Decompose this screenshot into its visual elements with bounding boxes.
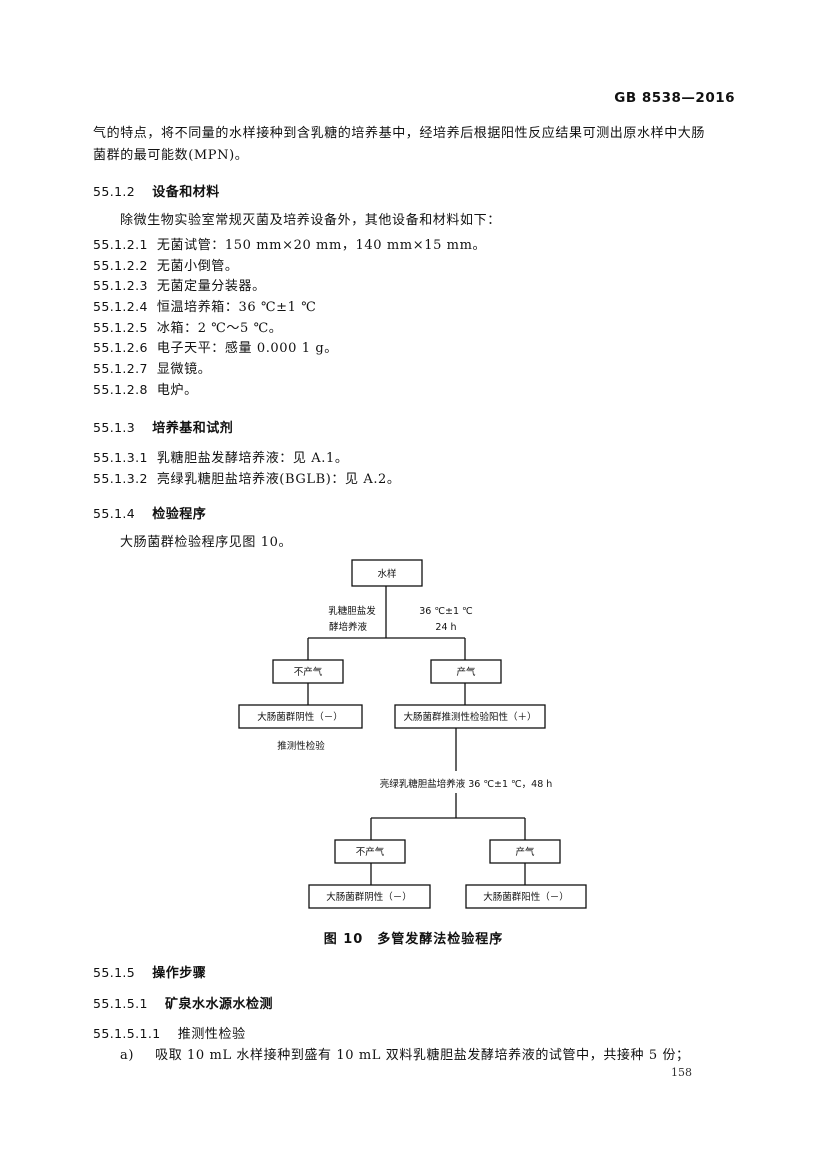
no-gas-box: 不产气 xyxy=(334,839,406,864)
box-label: 大肠菌群阴性（－） xyxy=(326,891,412,903)
gas-box: 产气 xyxy=(489,839,561,864)
section-heading: 55.1.5 操作步骤 xyxy=(93,962,206,981)
medium-label: 酵培养液 xyxy=(329,621,368,633)
item-text: 电子天平：感量 0.000 1 g。 xyxy=(156,341,338,357)
list-item: 55.1.2.1 无菌试管：150 mm×20 mm，140 mm×15 mm。 xyxy=(93,234,486,255)
item-text: 无菌试管：150 mm×20 mm，140 mm×15 mm。 xyxy=(156,238,487,253)
item-text: 电炉。 xyxy=(156,382,198,398)
media-list: 55.1.3.1 乳糖胆盐发酵培养液：见 A.1。 55.1.3.2 亮绿乳糖胆盐培… xyxy=(93,447,401,489)
item-text: 无菌定量分装器。 xyxy=(156,279,266,295)
item-text: 冰箱：2 ℃～5 ℃。 xyxy=(156,320,283,336)
item-label: a) xyxy=(120,1048,135,1063)
item-number: 55.1.2.2 xyxy=(93,257,148,273)
item-text: 无菌小倒管。 xyxy=(156,258,239,274)
section-title: 检验程序 xyxy=(152,507,207,522)
section-title: 培养基和试剂 xyxy=(152,421,234,436)
negative-result-box: 大肠菌群阴性（－） xyxy=(308,884,431,909)
section-heading: 55.1.4 检验程序 xyxy=(93,503,206,522)
section-title: 推测性检验 xyxy=(177,1027,246,1042)
section-number: 55.1.4 xyxy=(93,506,136,521)
paragraph: 除微生物实验室常规灭菌及培养设备外，其他设备和材料如下： xyxy=(120,213,501,228)
paragraph-line: 气的特点，将不同量的水样接种到含乳糖的培养基中，经培养后根据阳性反应结果可测出原… xyxy=(93,126,706,141)
section-number: 55.1.5.1.1 xyxy=(93,1026,161,1041)
condition-label: 36 ℃±1 ℃ xyxy=(419,606,473,617)
subsection-heading: 55.1.5.1.1 推测性检验 xyxy=(93,1023,246,1045)
section-heading: 55.1.3 培养基和试剂 xyxy=(93,417,233,436)
figure-caption: 图 10 多管发酵法检验程序 xyxy=(323,932,504,947)
list-item: a) 吸取 10 mL 水样接种到盛有 10 mL 双料乳糖胆盐发酵培养液的试管… xyxy=(120,1044,690,1066)
section-title: 设备和材料 xyxy=(152,185,220,200)
box-label: 大肠菌群阴性（－） xyxy=(257,711,343,723)
section-number: 55.1.3 xyxy=(93,420,136,435)
box-label: 大肠菌群阳性（－） xyxy=(483,891,569,903)
item-number: 55.1.3.1 xyxy=(93,450,148,465)
item-number: 55.1.2.3 xyxy=(93,278,148,294)
list-item: 55.1.2.2 无菌小倒管。 xyxy=(93,255,486,276)
list-item: 55.1.2.5 冰箱：2 ℃～5 ℃。 xyxy=(93,317,486,338)
box-label: 不产气 xyxy=(294,666,323,678)
section-number: 55.1.5 xyxy=(93,965,136,980)
section-number: 55.1.5.1 xyxy=(93,996,148,1011)
presumptive-test-label: 推测性检验 xyxy=(277,740,325,752)
item-text: 亮绿乳糖胆盐培养液(BGLB)：见 A.2。 xyxy=(156,472,401,487)
paragraph: 大肠菌群检验程序见图 10。 xyxy=(120,535,293,550)
presumptive-positive-box: 大肠菌群推测性检验阳性（＋） xyxy=(394,704,546,729)
list-item: 55.1.2.3 无菌定量分装器。 xyxy=(93,275,486,296)
item-number: 55.1.2.8 xyxy=(93,381,148,397)
item-number: 55.1.2.6 xyxy=(93,340,148,356)
section-number: 55.1.2 xyxy=(93,184,136,199)
page-number: 158 xyxy=(671,1066,692,1079)
box-label: 产气 xyxy=(515,846,535,858)
item-text: 吸取 10 mL 水样接种到盛有 10 mL 双料乳糖胆盐发酵培养液的试管中，共… xyxy=(155,1048,690,1063)
box-label: 不产气 xyxy=(356,846,385,858)
item-text: 乳糖胆盐发酵培养液：见 A.1。 xyxy=(156,451,349,466)
gas-box: 产气 xyxy=(430,659,502,684)
positive-result-box: 大肠菌群阳性（－） xyxy=(465,884,587,909)
section-heading: 55.1.5.1 矿泉水水源水检测 xyxy=(93,993,273,1012)
list-item: 55.1.2.7 显微镜。 xyxy=(93,358,486,379)
section-heading: 55.1.2 设备和材料 xyxy=(93,181,220,200)
section-title: 矿泉水水源水检测 xyxy=(164,997,273,1012)
section-title: 操作步骤 xyxy=(152,966,207,981)
list-item: 55.1.3.2 亮绿乳糖胆盐培养液(BGLB)：见 A.2。 xyxy=(93,468,401,489)
box-label: 水样 xyxy=(377,568,396,580)
no-gas-box: 不产气 xyxy=(272,659,344,684)
item-number: 55.1.2.1 xyxy=(93,237,148,252)
condition-label: 24 h xyxy=(435,622,456,633)
box-label: 产气 xyxy=(456,666,476,678)
negative-result-box: 大肠菌群阴性（－） xyxy=(238,704,363,729)
item-text: 显微镜。 xyxy=(156,362,212,378)
list-item: 55.1.2.8 电炉。 xyxy=(93,379,486,400)
item-text: 恒温培养箱：36 ℃±1 ℃ xyxy=(156,300,317,316)
paragraph-line: 菌群的最可能数(MPN)。 xyxy=(93,148,249,163)
medium-label: 乳糖胆盐发 xyxy=(328,605,376,617)
water-sample-box: 水样 xyxy=(351,559,423,587)
item-number: 55.1.2.5 xyxy=(93,319,148,335)
box-label: 大肠菌群推测性检验阳性（＋） xyxy=(403,711,536,723)
confirm-step-label: 亮绿乳糖胆盐培养液 36 ℃±1 ℃，48 h xyxy=(380,778,553,790)
list-item: 55.1.2.4 恒温培养箱：36 ℃±1 ℃ xyxy=(93,296,486,317)
item-number: 55.1.2.4 xyxy=(93,299,148,315)
standard-number: GB 8538—2016 xyxy=(614,90,735,106)
item-number: 55.1.3.2 xyxy=(93,471,148,486)
list-item: 55.1.2.6 电子天平：感量 0.000 1 g。 xyxy=(93,337,486,358)
item-number: 55.1.2.7 xyxy=(93,361,148,377)
list-item: 55.1.3.1 乳糖胆盐发酵培养液：见 A.1。 xyxy=(93,447,401,468)
